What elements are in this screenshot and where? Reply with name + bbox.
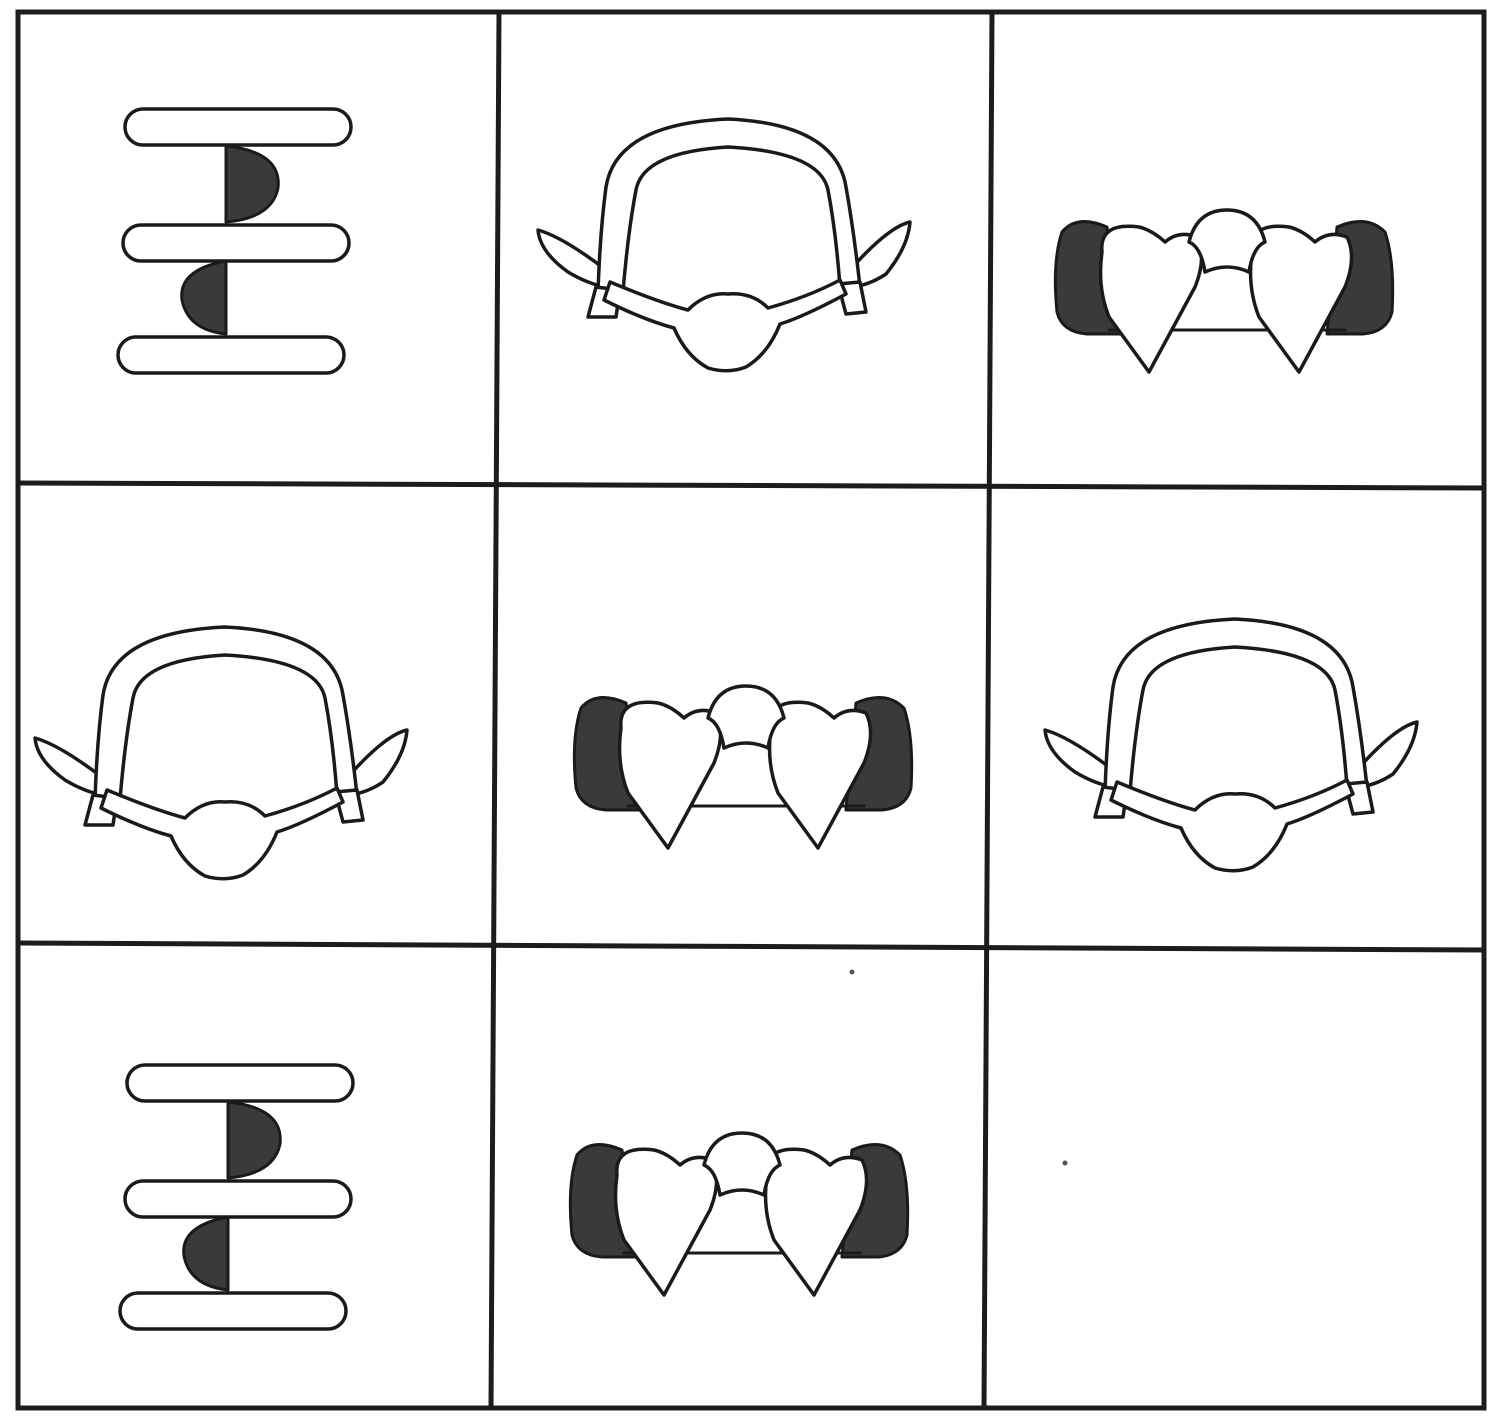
cell-r3c3-empty <box>1062 1160 1068 1166</box>
grid-divider-v1 <box>488 9 502 1411</box>
speck-mark <box>849 969 855 975</box>
cell-r2c3 <box>1043 617 1419 873</box>
twin-hearts-figure <box>1053 208 1395 374</box>
arch-figure <box>536 117 912 373</box>
grid-divider-h2 <box>15 940 1487 953</box>
stacked-bars-figure <box>116 107 353 375</box>
cell-r1c2 <box>536 117 912 373</box>
stacked-bars-figure <box>118 1063 355 1331</box>
cell-r2c1 <box>33 625 409 881</box>
grid-border <box>15 9 1487 1411</box>
arch-figure <box>33 625 409 881</box>
cell-r3c2 <box>568 1131 910 1297</box>
cell-r3c1 <box>118 1063 355 1331</box>
speck-mark <box>1062 1160 1068 1166</box>
grid-lines <box>15 9 1487 1411</box>
twin-hearts-figure <box>568 1131 910 1297</box>
cell-r2c2 <box>572 684 914 850</box>
grid-divider-v2 <box>981 9 995 1411</box>
twin-hearts-figure <box>572 684 914 850</box>
cell-r1c1 <box>116 107 353 375</box>
cell-r1c3 <box>1053 208 1395 374</box>
arch-figure <box>1043 617 1419 873</box>
grid-divider-h1 <box>15 480 1487 491</box>
